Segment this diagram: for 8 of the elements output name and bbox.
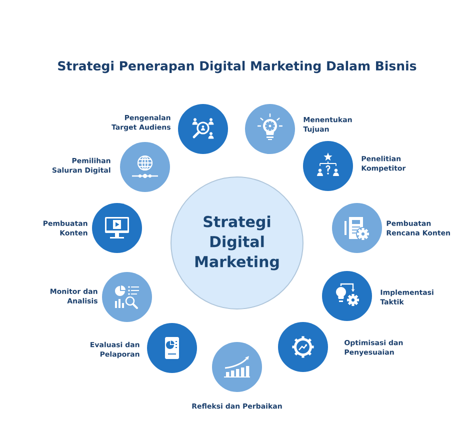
step-circle xyxy=(303,141,353,191)
step-circle xyxy=(102,272,152,322)
step-circle xyxy=(322,270,372,321)
step-circle xyxy=(212,342,262,392)
step-circle xyxy=(245,104,295,154)
step-circle xyxy=(178,104,228,154)
step-circle xyxy=(120,142,170,192)
title: Strategi Penerapan Digital Marketing Dalam Bisnis xyxy=(58,60,416,74)
